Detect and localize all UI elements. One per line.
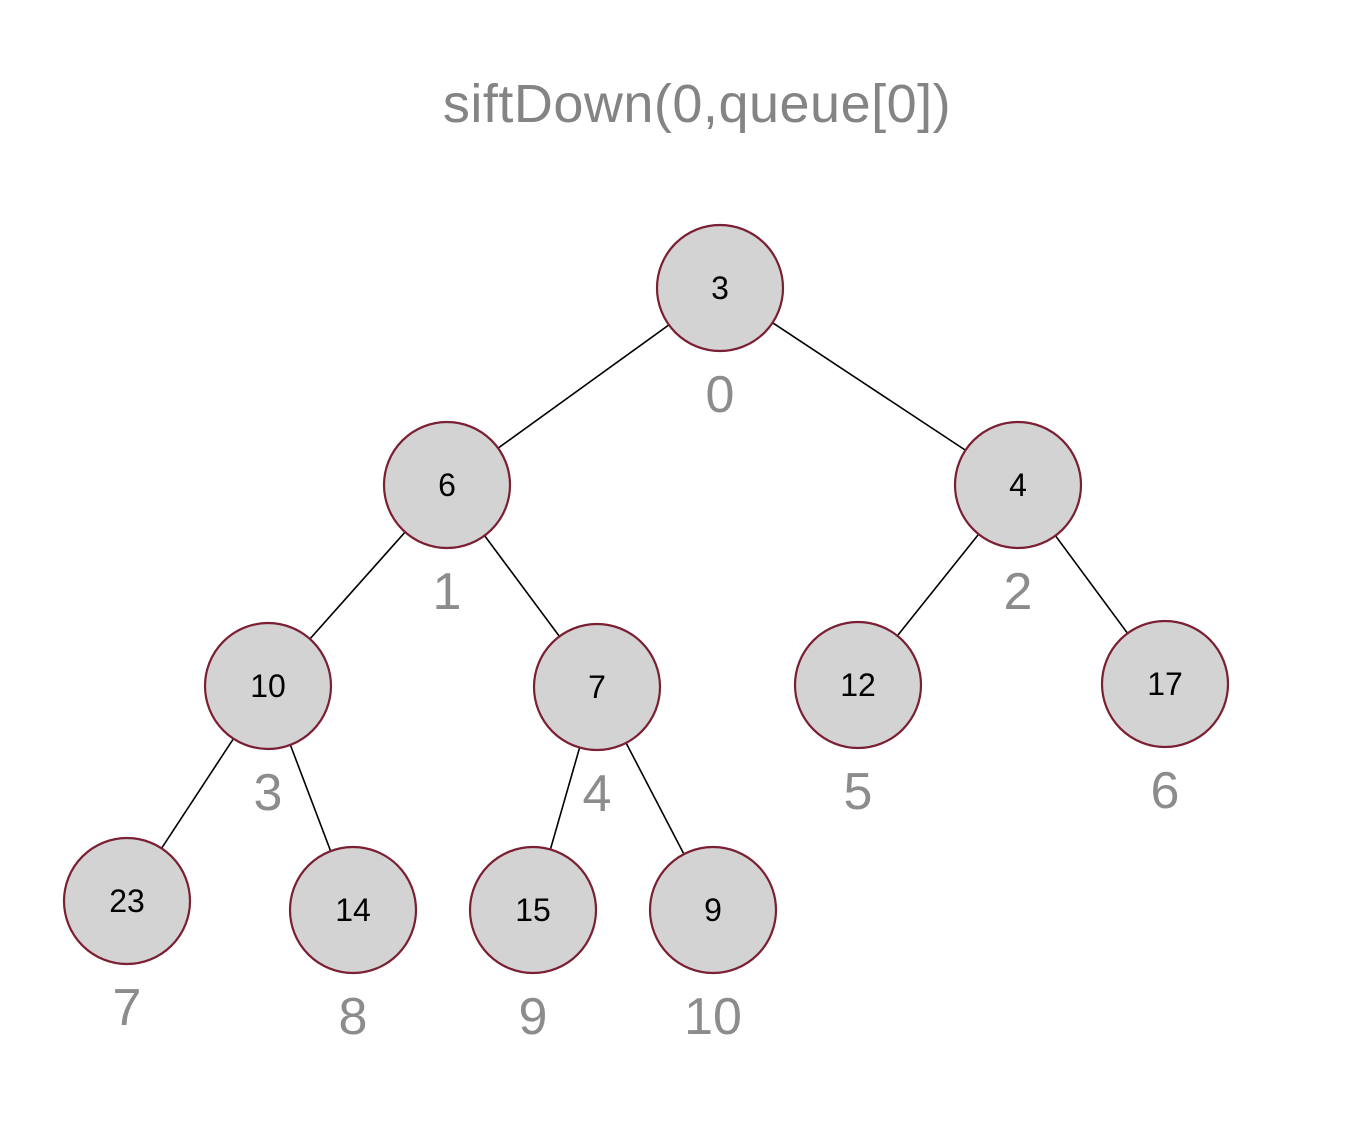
node-index-label: 3 [254, 764, 283, 822]
tree-node-circle [953, 420, 1083, 550]
node-value: 10 [250, 668, 286, 704]
node-value: 17 [1147, 666, 1183, 702]
node-index-label: 7 [113, 979, 142, 1037]
node-value: 23 [109, 883, 145, 919]
node-index-label: 8 [339, 988, 368, 1046]
tree-node-circle [62, 836, 192, 966]
tree-node-circle [532, 622, 662, 752]
node-value: 15 [515, 892, 551, 928]
node-value: 9 [704, 892, 722, 928]
node-index-label: 6 [1151, 762, 1180, 820]
tree-node-circle [1100, 619, 1230, 749]
node-value: 3 [711, 270, 729, 306]
tree-node-circle [203, 621, 333, 751]
node-value: 6 [438, 467, 456, 503]
node-index-label: 2 [1004, 563, 1033, 621]
node-value: 4 [1009, 467, 1027, 503]
tree-node-circle [288, 845, 418, 975]
node-index-label: 4 [583, 765, 612, 823]
node-index-label: 0 [706, 366, 735, 424]
node-value: 7 [588, 669, 606, 705]
tree-node-circle [648, 845, 778, 975]
tree-node-circle [655, 223, 785, 353]
diagram-title: siftDown(0,queue[0]) [442, 74, 952, 134]
node-index-label: 9 [519, 988, 548, 1046]
tree-node-circle [793, 620, 923, 750]
node-value: 14 [335, 892, 371, 928]
node-index-label: 10 [684, 988, 742, 1046]
node-index-label: 5 [844, 763, 873, 821]
node-value: 12 [840, 667, 876, 703]
tree-node-circle [468, 845, 598, 975]
tree-node-circle [382, 420, 512, 550]
node-index-label: 1 [433, 563, 462, 621]
